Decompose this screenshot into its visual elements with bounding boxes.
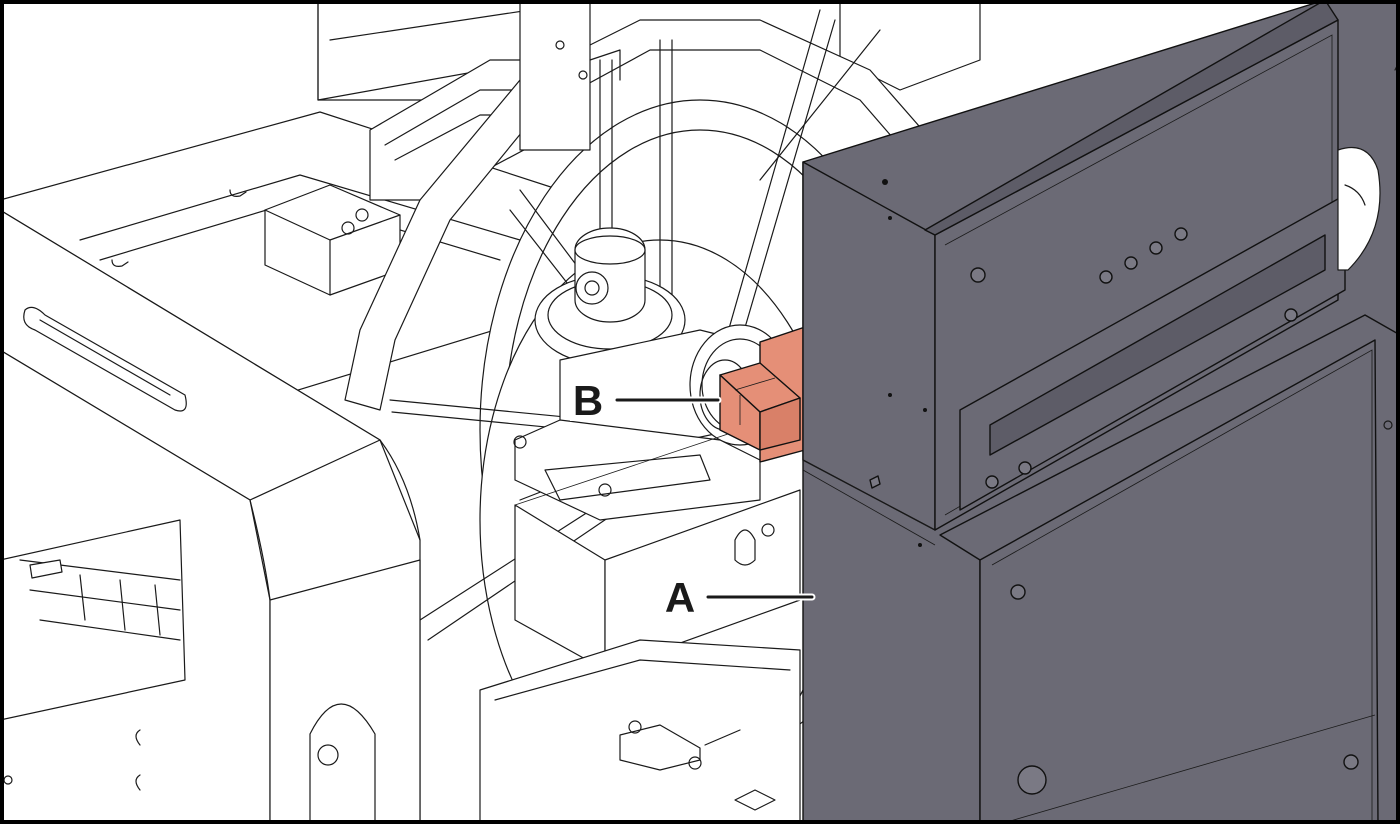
right-edge-detail <box>1337 59 1400 430</box>
callout-a: A <box>662 574 816 621</box>
callout-b: B <box>570 377 722 424</box>
callout-label-a: A <box>665 574 695 621</box>
callout-label-b: B <box>573 377 603 424</box>
support-rods <box>519 0 673 341</box>
base-plate <box>479 639 801 824</box>
cabinet <box>802 0 1400 824</box>
left-housing <box>0 209 421 824</box>
highlighted-component <box>719 326 806 463</box>
